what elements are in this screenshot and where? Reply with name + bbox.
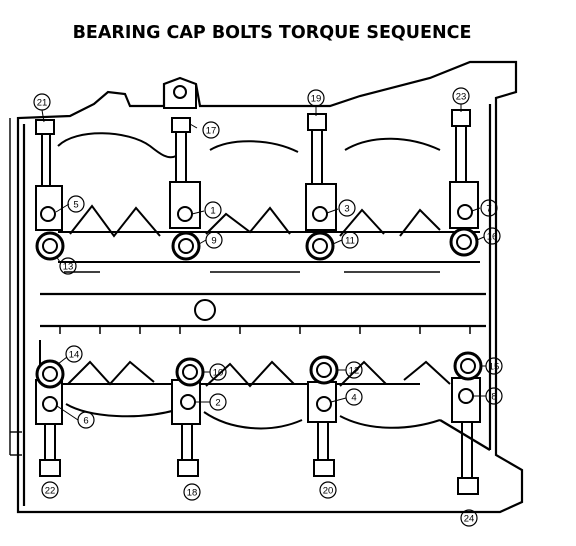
bolt-2	[180, 394, 196, 410]
svg-text:6: 6	[83, 416, 88, 427]
bolt-9	[171, 231, 201, 261]
svg-text:21: 21	[37, 98, 48, 109]
bolt-14	[35, 359, 65, 389]
svg-text:20: 20	[323, 486, 334, 497]
callouts: 21 17 19 23 5 1 3 7 13 9 11 16 14 10 12 …	[33, 87, 503, 527]
callout-21: 21	[33, 93, 51, 111]
callout-10: 10	[209, 363, 227, 381]
svg-text:12: 12	[349, 366, 360, 377]
svg-text:23: 23	[456, 92, 467, 103]
callout-19: 19	[307, 89, 325, 107]
bolt-4	[316, 396, 332, 412]
svg-text:22: 22	[45, 486, 56, 497]
svg-text:14: 14	[69, 350, 80, 361]
callout-20: 20	[319, 481, 337, 499]
lower-bolt-studs	[39, 422, 479, 495]
svg-text:9: 9	[211, 236, 216, 247]
callout-18: 18	[183, 483, 201, 501]
callout-22: 22	[41, 481, 59, 499]
callout-leaders	[41, 104, 486, 421]
svg-text:8: 8	[491, 392, 496, 403]
bolt-3	[312, 206, 328, 222]
bolt-10	[175, 357, 205, 387]
callout-11: 11	[341, 231, 359, 249]
callout-3: 3	[338, 199, 356, 217]
callout-8: 8	[485, 387, 503, 405]
svg-text:3: 3	[344, 204, 349, 215]
upper-journal-area	[40, 132, 486, 334]
callout-17: 17	[202, 121, 220, 139]
diagram-title: BEARING CAP BOLTS TORQUE SEQUENCE	[73, 23, 472, 43]
callout-4: 4	[345, 388, 363, 406]
svg-text:4: 4	[351, 393, 356, 404]
svg-text:2: 2	[215, 398, 220, 409]
svg-text:24: 24	[464, 514, 475, 525]
callout-7: 7	[480, 199, 498, 217]
bolt-12	[309, 355, 339, 385]
callout-23: 23	[452, 87, 470, 105]
bolt-11	[305, 231, 335, 261]
lower-bolt-heads	[35, 351, 483, 412]
bolt-1	[177, 206, 193, 222]
callout-2: 2	[209, 393, 227, 411]
callout-6: 6	[77, 411, 95, 429]
callout-15: 15	[485, 357, 503, 375]
svg-text:16: 16	[487, 232, 498, 243]
svg-text:11: 11	[345, 236, 355, 247]
svg-text:19: 19	[311, 94, 322, 105]
bolt-15	[453, 351, 483, 381]
bolt-5	[40, 206, 56, 222]
upper-webs	[64, 204, 441, 273]
bolt-6	[42, 396, 58, 412]
oil-passage-hole	[194, 299, 216, 321]
svg-text:5: 5	[73, 200, 78, 211]
svg-text:1: 1	[210, 206, 215, 217]
callout-9: 9	[205, 231, 223, 249]
upper-bolt-studs	[35, 84, 471, 188]
callout-14: 14	[65, 345, 83, 363]
lower-webs	[39, 340, 491, 452]
callout-16: 16	[483, 227, 501, 245]
svg-text:13: 13	[63, 262, 74, 273]
crankcase-outline	[9, 60, 524, 514]
svg-text:10: 10	[213, 368, 224, 379]
svg-text:17: 17	[206, 126, 217, 137]
bolt-13	[35, 231, 65, 261]
callout-24: 24	[460, 509, 478, 527]
svg-text:18: 18	[187, 488, 198, 499]
upper-bolt-heads	[35, 204, 479, 261]
bolt-16	[449, 227, 479, 257]
bolt-8	[458, 388, 474, 404]
svg-text:7: 7	[486, 204, 491, 215]
callout-1: 1	[204, 201, 222, 219]
svg-text:15: 15	[489, 362, 500, 373]
callout-5: 5	[67, 195, 85, 213]
bolt-7	[457, 204, 473, 220]
callout-13: 13	[59, 257, 77, 275]
callout-12: 12	[345, 361, 363, 379]
